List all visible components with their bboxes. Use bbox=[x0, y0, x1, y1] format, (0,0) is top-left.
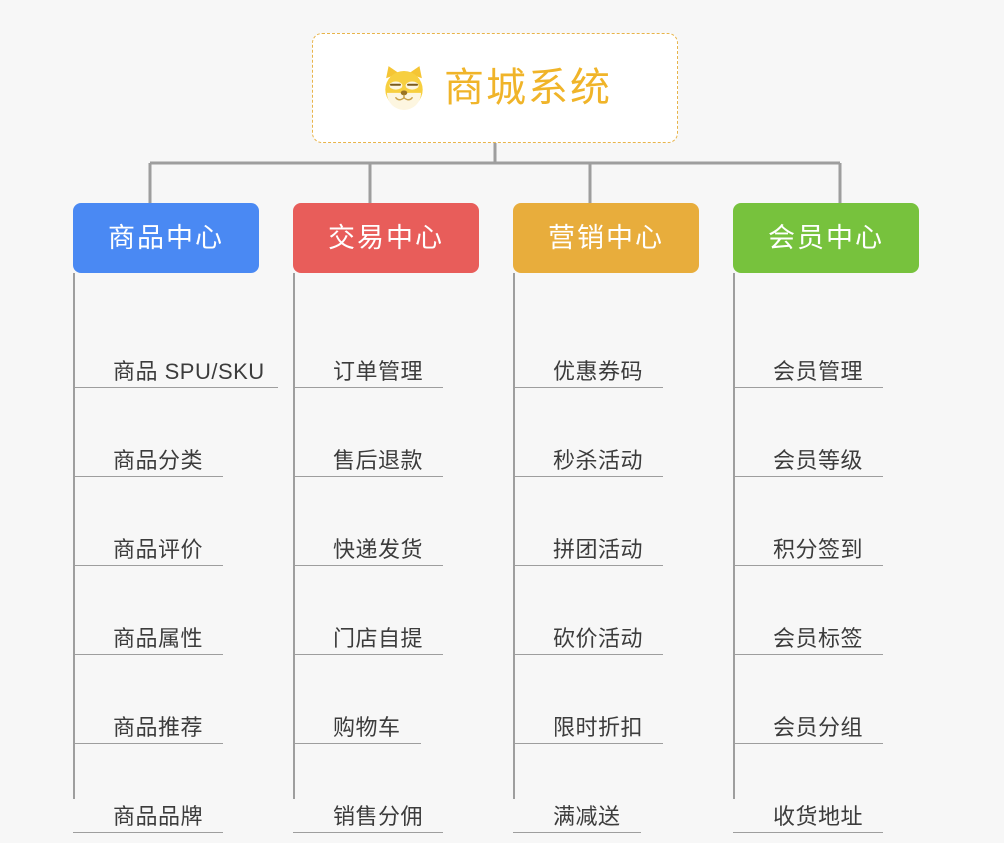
item-underline bbox=[73, 387, 278, 388]
item-underline bbox=[73, 476, 223, 477]
category-items-product: 商品 SPU/SKU 商品分类 商品评价 商品属性 商品推荐 bbox=[73, 273, 278, 833]
list-item[interactable]: 商品推荐 bbox=[73, 655, 278, 744]
item-underline bbox=[733, 476, 883, 477]
list-item[interactable]: 满减送 bbox=[513, 744, 718, 833]
item-underline bbox=[513, 387, 663, 388]
list-item[interactable]: 会员管理 bbox=[733, 299, 938, 388]
category-column-marketing: 营销中心 优惠券码 秒杀活动 拼团活动 砍价活动 bbox=[498, 203, 718, 833]
list-item[interactable]: 限时折扣 bbox=[513, 655, 718, 744]
item-label: 商品评价 bbox=[113, 536, 204, 562]
list-item[interactable]: 快递发货 bbox=[293, 477, 498, 566]
item-underline bbox=[513, 832, 641, 833]
list-item[interactable]: 收货地址 bbox=[733, 744, 938, 833]
item-underline bbox=[293, 654, 443, 655]
item-underline bbox=[73, 743, 223, 744]
item-underline bbox=[293, 476, 443, 477]
category-label: 营销中心 bbox=[548, 222, 664, 253]
item-label: 优惠券码 bbox=[553, 358, 644, 384]
list-item[interactable]: 砍价活动 bbox=[513, 566, 718, 655]
list-item[interactable]: 售后退款 bbox=[293, 388, 498, 477]
list-item[interactable]: 会员等级 bbox=[733, 388, 938, 477]
category-items-member: 会员管理 会员等级 积分签到 会员标签 会员分组 bbox=[733, 273, 938, 833]
item-label: 砍价活动 bbox=[553, 625, 644, 651]
root-node-shop-system[interactable]: 商城系统 bbox=[312, 33, 678, 143]
item-underline bbox=[293, 832, 443, 833]
category-columns: 商品中心 商品 SPU/SKU 商品分类 商品评价 商品属性 bbox=[0, 203, 1004, 843]
item-label: 秒杀活动 bbox=[553, 447, 644, 473]
item-label: 销售分佣 bbox=[333, 803, 424, 829]
item-label: 商品推荐 bbox=[113, 714, 204, 740]
item-underline bbox=[73, 565, 223, 566]
category-column-member: 会员中心 会员管理 会员等级 积分签到 会员标签 bbox=[718, 203, 938, 833]
item-underline bbox=[513, 476, 663, 477]
category-items-marketing: 优惠券码 秒杀活动 拼团活动 砍价活动 限时折扣 bbox=[513, 273, 718, 833]
category-header-trade[interactable]: 交易中心 bbox=[293, 203, 479, 273]
list-item[interactable]: 商品品牌 bbox=[73, 744, 278, 833]
list-item[interactable]: 商品 SPU/SKU bbox=[73, 299, 278, 388]
item-label: 门店自提 bbox=[333, 625, 424, 651]
list-item[interactable]: 优惠券码 bbox=[513, 299, 718, 388]
item-label: 会员标签 bbox=[773, 625, 864, 651]
item-label: 满减送 bbox=[553, 803, 621, 829]
item-underline bbox=[513, 565, 663, 566]
item-underline bbox=[513, 743, 663, 744]
item-underline bbox=[73, 654, 223, 655]
item-underline bbox=[293, 743, 421, 744]
item-label: 购物车 bbox=[333, 714, 401, 740]
category-column-trade: 交易中心 订单管理 售后退款 快递发货 门店自提 bbox=[278, 203, 498, 833]
root-node-title: 商城系统 bbox=[444, 66, 612, 110]
item-label: 会员等级 bbox=[773, 447, 864, 473]
item-underline bbox=[513, 654, 663, 655]
category-header-product[interactable]: 商品中心 bbox=[73, 203, 259, 273]
item-label: 会员分组 bbox=[773, 714, 864, 740]
list-item[interactable]: 拼团活动 bbox=[513, 477, 718, 566]
item-label: 商品分类 bbox=[113, 447, 204, 473]
item-label: 售后退款 bbox=[333, 447, 424, 473]
item-label: 会员管理 bbox=[773, 358, 864, 384]
category-label: 商品中心 bbox=[108, 222, 224, 253]
item-label: 商品品牌 bbox=[113, 803, 204, 829]
item-label: 积分签到 bbox=[773, 536, 864, 562]
category-header-member[interactable]: 会员中心 bbox=[733, 203, 919, 273]
list-item[interactable]: 商品评价 bbox=[73, 477, 278, 566]
item-underline bbox=[733, 832, 883, 833]
list-item[interactable]: 会员分组 bbox=[733, 655, 938, 744]
item-label: 限时折扣 bbox=[553, 714, 644, 740]
list-item[interactable]: 销售分佣 bbox=[293, 744, 498, 833]
list-item[interactable]: 商品分类 bbox=[73, 388, 278, 477]
list-item[interactable]: 积分签到 bbox=[733, 477, 938, 566]
item-label: 订单管理 bbox=[333, 358, 424, 384]
item-label: 商品属性 bbox=[113, 625, 204, 651]
list-item[interactable]: 订单管理 bbox=[293, 299, 498, 388]
item-label: 收货地址 bbox=[773, 803, 864, 829]
item-underline bbox=[733, 387, 883, 388]
list-item[interactable]: 门店自提 bbox=[293, 566, 498, 655]
category-label: 会员中心 bbox=[768, 222, 884, 253]
list-item[interactable]: 会员标签 bbox=[733, 566, 938, 655]
list-item[interactable]: 购物车 bbox=[293, 655, 498, 744]
item-underline bbox=[733, 743, 883, 744]
list-item[interactable]: 商品属性 bbox=[73, 566, 278, 655]
item-label: 拼团活动 bbox=[553, 536, 644, 562]
shiba-dog-face-icon bbox=[378, 62, 430, 114]
item-underline bbox=[293, 387, 443, 388]
item-label: 商品 SPU/SKU bbox=[113, 358, 265, 384]
category-items-trade: 订单管理 售后退款 快递发货 门店自提 购物车 bbox=[293, 273, 498, 833]
item-underline bbox=[73, 832, 223, 833]
list-item[interactable]: 秒杀活动 bbox=[513, 388, 718, 477]
item-underline bbox=[733, 654, 883, 655]
item-underline bbox=[293, 565, 443, 566]
category-column-product: 商品中心 商品 SPU/SKU 商品分类 商品评价 商品属性 bbox=[58, 203, 278, 833]
item-label: 快递发货 bbox=[333, 536, 424, 562]
item-underline bbox=[733, 565, 883, 566]
category-header-marketing[interactable]: 营销中心 bbox=[513, 203, 699, 273]
category-label: 交易中心 bbox=[328, 222, 444, 253]
